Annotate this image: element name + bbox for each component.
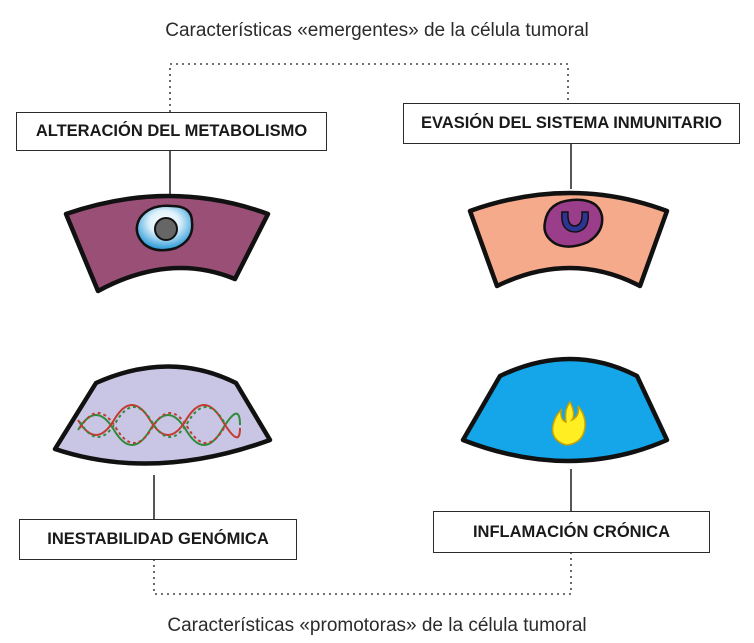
flame-icon: [551, 400, 586, 446]
dotted-connector-top: [169, 63, 569, 112]
tumor-cell-icon: [135, 204, 194, 252]
panel-inflammation: [460, 356, 670, 464]
label-immune: EVASIÓN DEL SISTEMA INMUNITARIO: [403, 103, 740, 144]
label-genomic: INESTABILIDAD GENÓMICA: [19, 519, 297, 560]
dna-helix-icon: [77, 404, 241, 446]
label-inflammation: INFLAMACIÓN CRÓNICA: [433, 511, 710, 553]
label-metabolism: ALTERACIÓN DEL METABOLISMO: [16, 112, 327, 151]
caption-promoting: Características «promotoras» de la célul…: [167, 615, 587, 636]
caption-emergent: Características «emergentes» de la célul…: [165, 20, 589, 41]
immune-cell-icon: [543, 198, 604, 248]
